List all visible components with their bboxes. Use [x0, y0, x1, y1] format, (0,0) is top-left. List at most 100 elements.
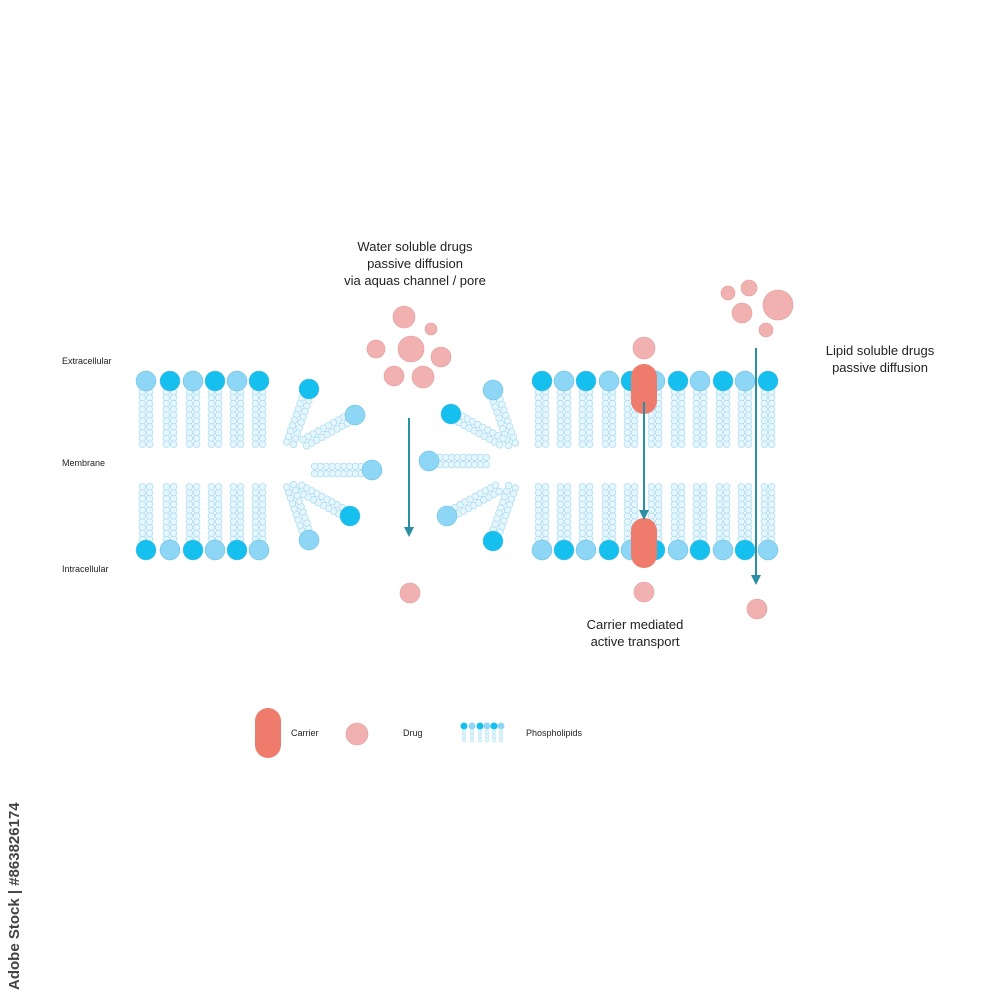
- lipid-tail-bead: [185, 440, 194, 448]
- lipid-tail-bead: [722, 483, 731, 491]
- drug-molecule: [411, 365, 435, 389]
- phospholipid-head: [757, 539, 779, 561]
- phospholipid-head: [553, 539, 575, 561]
- lipid-tail-bead: [654, 440, 663, 448]
- legend-tail-bead: [484, 737, 490, 743]
- lipid-tail-bead: [236, 483, 245, 491]
- lipid-tail-bead: [692, 440, 701, 448]
- lipid-tail-bead: [145, 483, 154, 491]
- drug-molecule: [366, 339, 386, 359]
- legend-phospholipid-icon: [460, 722, 505, 743]
- legend-tail-bead: [484, 733, 490, 739]
- phospholipid-head: [361, 459, 383, 481]
- drug-molecule: [397, 335, 425, 363]
- drug-molecule: [633, 581, 655, 603]
- lipid-tail-bead: [169, 440, 178, 448]
- phospholipid: [667, 370, 689, 448]
- phospholipid: [440, 403, 507, 449]
- lipid-tail-bead: [654, 483, 663, 491]
- lipid-tail-bead: [563, 483, 572, 491]
- phospholipid: [135, 370, 157, 448]
- phospholipid: [159, 483, 181, 561]
- lipid-tail-bead: [585, 440, 594, 448]
- lipid-tail-bead: [760, 440, 769, 448]
- drug-molecule: [762, 289, 794, 321]
- lipid-tail-bead: [556, 483, 565, 491]
- legend-carrier-label: Carrier: [291, 728, 319, 738]
- phospholipid-head: [712, 370, 734, 392]
- lipid-tail-bead: [692, 483, 701, 491]
- lipid-tail-bead: [162, 440, 171, 448]
- lipid-tail-bead: [534, 483, 543, 491]
- lipid-tail-bead: [677, 440, 686, 448]
- drug-molecule: [740, 279, 758, 297]
- carrier-caption-line-2: active transport: [590, 634, 680, 649]
- phospholipid: [757, 483, 779, 561]
- lipid-tail-bead: [578, 483, 587, 491]
- legend-tail-bead: [469, 733, 475, 739]
- phospholipid-head: [135, 539, 157, 561]
- carrier-proteins: [631, 364, 657, 568]
- lipid-tail-bead: [647, 440, 656, 448]
- lipid-tail-bead: [744, 483, 753, 491]
- drug-molecules: [366, 279, 794, 620]
- lipid-tail-bead: [737, 440, 746, 448]
- carrier-body: [631, 518, 657, 568]
- phospholipid-head: [339, 505, 361, 527]
- phospholipid: [575, 483, 597, 561]
- transport-arrows: [404, 348, 761, 585]
- legend-head: [468, 722, 476, 730]
- lipid-tail-bead: [499, 434, 507, 443]
- lipid-tail-bead: [670, 483, 679, 491]
- lipid-tail-bead: [169, 483, 178, 491]
- lipid-tail-bead: [623, 483, 632, 491]
- lipid-tail-bead: [207, 483, 216, 491]
- phospholipid: [248, 370, 270, 448]
- lipid-tail-bead: [251, 440, 260, 448]
- lipid-tail-bead: [715, 483, 724, 491]
- drug-molecule: [720, 285, 736, 301]
- legend-drug-label: Drug: [403, 728, 423, 738]
- water-caption-line-3: via aquas channel / pore: [344, 273, 486, 288]
- phospholipid: [482, 481, 520, 552]
- phospholipid-head: [226, 539, 248, 561]
- phospholipid-head: [712, 539, 734, 561]
- lipid-tail-bead: [491, 481, 500, 489]
- membrane-label: Membrane: [62, 458, 106, 468]
- phospholipid-head: [598, 539, 620, 561]
- phospholipid: [159, 370, 181, 448]
- phospholipid-head: [226, 370, 248, 392]
- lipid-tail-bead: [541, 483, 550, 491]
- lipid-tail-bead: [670, 440, 679, 448]
- lipid-tail-bead: [495, 487, 503, 496]
- phospholipid: [531, 483, 553, 561]
- drug-molecule: [399, 582, 421, 604]
- lipid-tail-bead: [138, 440, 147, 448]
- carrier-protein: [631, 364, 657, 414]
- drug-molecule: [424, 322, 438, 336]
- drug-molecule: [731, 302, 753, 324]
- legend-tail-bead: [498, 729, 504, 735]
- legend-tail-bead: [461, 737, 467, 743]
- lipid-tail-bead: [767, 483, 776, 491]
- lipid-tail-bead: [297, 481, 306, 489]
- phospholipid: [204, 370, 226, 448]
- phospholipid: [135, 483, 157, 561]
- lipid-tail-bead: [601, 483, 610, 491]
- legend-tail-bead: [491, 733, 497, 739]
- lipid-tail-bead: [229, 483, 238, 491]
- phospholipid: [734, 483, 756, 561]
- phospholipid: [712, 370, 734, 448]
- legend-head: [497, 722, 505, 730]
- phospholipid: [667, 483, 689, 561]
- legend-tail-bead: [461, 733, 467, 739]
- drug-molecule: [392, 305, 416, 329]
- lipid-tail-bead: [647, 483, 656, 491]
- legend-head: [483, 722, 491, 730]
- phospholipid-head: [757, 370, 779, 392]
- phospholipid-head: [298, 378, 320, 400]
- lipid-tail-bead: [310, 462, 319, 471]
- lipid-tail-bead: [541, 440, 550, 448]
- lipid-tail-bead: [601, 440, 610, 448]
